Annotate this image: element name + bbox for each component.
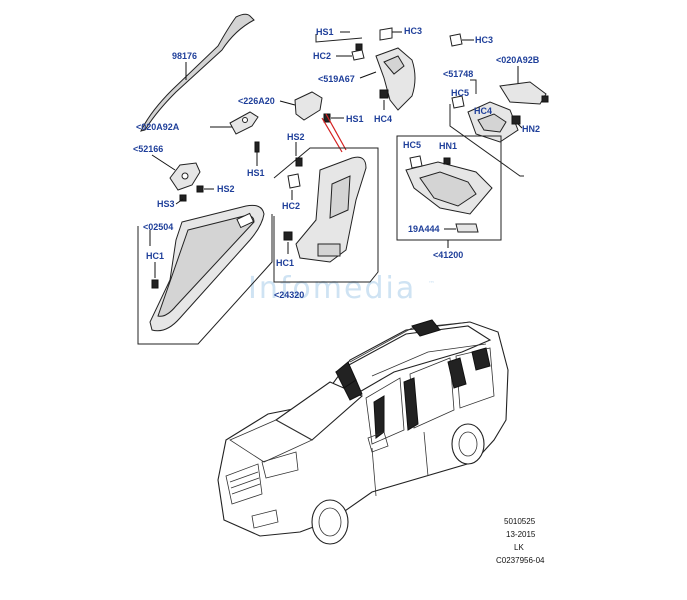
label-020A92A: <020A92A — [136, 122, 180, 132]
label-HN1: HN1 — [439, 141, 457, 151]
part-bracket-left: <020A92A HS1 — [136, 111, 265, 178]
label-226A20: <226A20 — [238, 96, 275, 106]
label-HS3: HS3 — [157, 199, 175, 209]
label-HC5-right: HC5 — [451, 88, 469, 98]
footer-region: LK — [514, 543, 524, 552]
part-519A67-cluster: HS1 HC3 HC2 <519A67 HC4 — [313, 26, 422, 124]
label-HS1-left: HS1 — [247, 168, 265, 178]
footer-code: 5010525 — [504, 517, 536, 526]
part-98176-roof-strip: 98176 — [140, 13, 255, 132]
part-41200-trim-box: HC5 HN1 19A444 <41200 — [396, 135, 502, 260]
part-02504-pillar-trim: <02504 HC1 — [137, 204, 273, 345]
label-41200: <41200 — [433, 250, 463, 260]
label-HC1-mid: HC1 — [276, 258, 294, 268]
label-HS1-top: HS1 — [316, 27, 334, 37]
label-98176: 98176 — [172, 51, 197, 61]
label-020A92B: <020A92B — [496, 55, 540, 65]
label-HC3-right: HC3 — [475, 35, 493, 45]
label-02504: <02504 — [143, 222, 173, 232]
label-HC2-top: HC2 — [313, 51, 331, 61]
pointer-line-2 — [325, 113, 347, 151]
label-HS2-left: HS2 — [217, 184, 235, 194]
footer-ref: C0237956-04 — [496, 556, 545, 565]
part-52166-clip: <52166 HS2 HS3 — [133, 144, 235, 209]
label-24320: <24320 — [274, 290, 304, 300]
label-HC4-right: HC4 — [474, 106, 492, 116]
footer-date: 13-2015 — [506, 530, 536, 539]
part-51748-cluster: HC3 <020A92B <51748 HC5 HC4 HN2 — [443, 33, 549, 177]
label-HS1-mid: HS1 — [346, 114, 364, 124]
label-HN2: HN2 — [522, 124, 540, 134]
label-HC3-top: HC3 — [404, 26, 422, 36]
watermark-text: Infomedia — [248, 271, 416, 306]
part-24320-b-pillar: HS2 HC2 HC1 <24320 — [273, 132, 379, 300]
label-19A444: 19A444 — [408, 224, 440, 234]
watermark-tm: ™ — [428, 280, 435, 288]
label-HC2-mid: HC2 — [282, 201, 300, 211]
label-HS2-mid: HS2 — [287, 132, 305, 142]
label-HC5-box: HC5 — [403, 140, 421, 150]
watermark: Infomedia ™ — [248, 271, 435, 306]
label-519A67: <519A67 — [318, 74, 355, 84]
label-52166: <52166 — [133, 144, 163, 154]
label-HC4-top: HC4 — [374, 114, 392, 124]
part-226A20-bracket: <226A20 HS1 — [238, 91, 364, 153]
label-51748: <51748 — [443, 69, 473, 79]
pointer-line-1 — [321, 117, 343, 153]
label-HC1-left: HC1 — [146, 251, 164, 261]
vehicle-illustration — [217, 319, 509, 545]
footer-info: 5010525 13-2015 LK C0237956-04 — [496, 517, 545, 565]
